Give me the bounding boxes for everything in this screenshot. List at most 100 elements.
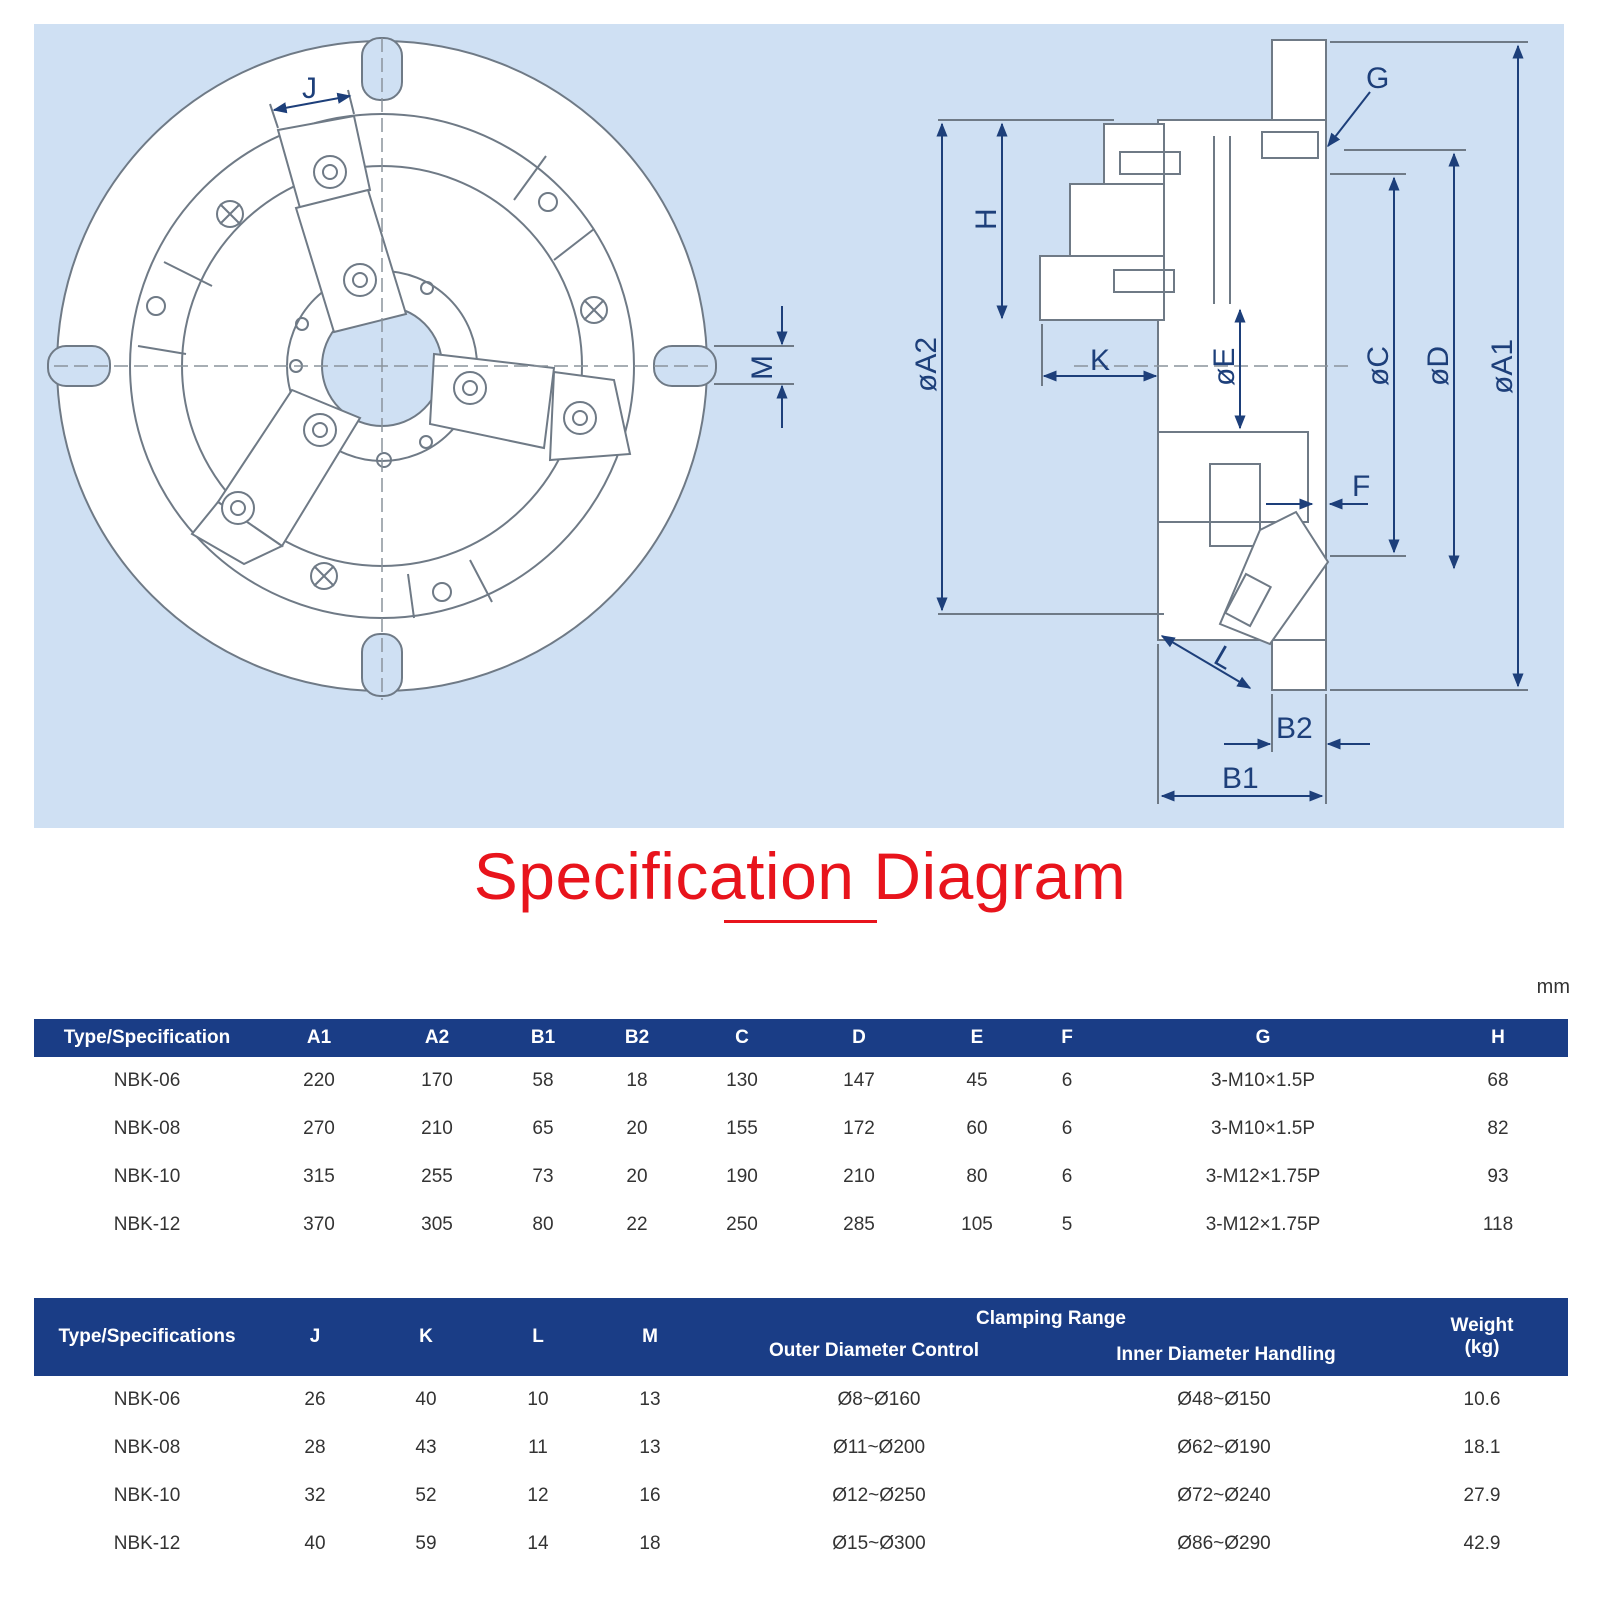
table1-cell: 80: [532, 1214, 554, 1235]
table1-cell: 147: [843, 1070, 875, 1091]
table2-cell: 40: [415, 1389, 437, 1410]
label-m: M: [746, 355, 779, 380]
table1-header-cell: C: [684, 1019, 800, 1057]
table1-cell: 305: [421, 1214, 453, 1235]
table1-cell: 93: [1487, 1166, 1509, 1187]
table1-cell: 20: [626, 1166, 648, 1187]
table1-cell: 6: [1061, 1070, 1073, 1091]
table1-header-cell: H: [1428, 1019, 1568, 1057]
table1-cell: 73: [532, 1166, 554, 1187]
table1-cell: 65: [532, 1118, 554, 1139]
header-l: L: [482, 1298, 594, 1376]
header-clamping-range: Clamping Range Outer Diameter Control In…: [706, 1298, 1396, 1376]
table1-cell: 105: [961, 1214, 993, 1235]
table1-cell: 190: [726, 1166, 758, 1187]
header-type: Type/Specifications: [34, 1298, 260, 1376]
table2-cell: Ø15~Ø300: [832, 1533, 926, 1554]
table1-cell: 82: [1487, 1118, 1509, 1139]
label-g: G: [1366, 62, 1389, 95]
table1-cell: 170: [421, 1070, 453, 1091]
table1-cell: NBK-08: [113, 1118, 181, 1139]
table1-cell: 315: [303, 1166, 335, 1187]
table2-cell: 32: [304, 1485, 326, 1506]
page-title: Specification Diagram: [473, 839, 1127, 913]
table1-cell: NBK-12: [113, 1214, 181, 1235]
table1-header-cell: A1: [260, 1019, 378, 1057]
unit-label: mm: [1536, 976, 1570, 998]
label-b2: B2: [1276, 712, 1313, 745]
side-dimensions: [936, 41, 1528, 804]
table2-cell: NBK-08: [113, 1437, 181, 1458]
table2-cell: 13: [639, 1389, 661, 1410]
table2-cell: 11: [528, 1437, 548, 1458]
table2-cell: Ø62~Ø190: [1177, 1437, 1271, 1458]
table1-cell: 60: [966, 1118, 988, 1139]
table1-cell: 270: [303, 1118, 335, 1139]
table2-cell: Ø86~Ø290: [1177, 1533, 1271, 1554]
table1-cell: 255: [421, 1166, 453, 1187]
label-d: øD: [1422, 346, 1455, 386]
table1-cell: 18: [626, 1070, 648, 1091]
chuck-jaws: [190, 114, 632, 566]
table1-cell: 285: [843, 1214, 875, 1235]
table2-cell: 18.1: [1463, 1437, 1501, 1458]
table2-cell: 26: [304, 1389, 326, 1410]
weight-label: Weight: [1450, 1315, 1514, 1336]
specification-drawing: J M: [34, 24, 1564, 828]
table2-cell: 27.9: [1463, 1485, 1501, 1506]
table1-header-cell: F: [1036, 1019, 1098, 1057]
table1-cell: 210: [421, 1118, 453, 1139]
table2-cell: NBK-06: [113, 1389, 181, 1410]
clamping-table: Type/Specifications J K L M Clamping Ran…: [34, 1298, 1568, 1568]
table1-header-cell: E: [918, 1019, 1036, 1057]
front-view: [47, 37, 794, 700]
table1-header-cell: B1: [496, 1019, 590, 1057]
table1-cell: 68: [1487, 1070, 1509, 1091]
table1-cell: NBK-06: [113, 1070, 181, 1091]
table1-header-cell: A2: [378, 1019, 496, 1057]
inner-diameter-label: Inner Diameter Handling: [1116, 1344, 1336, 1365]
table1-cell: 45: [966, 1070, 988, 1091]
label-b1: B1: [1222, 762, 1259, 795]
table2-cell: 12: [527, 1485, 549, 1506]
label-k: K: [1090, 344, 1110, 377]
mounting-holes: [146, 192, 608, 602]
table2-cell: 10.6: [1463, 1389, 1501, 1410]
table2-cell: Ø8~Ø160: [837, 1389, 921, 1410]
label-a1: øA1: [1486, 339, 1519, 394]
table2-cell: 59: [415, 1533, 437, 1554]
table1-cell: 3-M10×1.5P: [1210, 1070, 1316, 1091]
table1-header-cell: B2: [590, 1019, 684, 1057]
table2-cell: Ø72~Ø240: [1177, 1485, 1271, 1506]
table1-cell: 3-M10×1.5P: [1210, 1118, 1316, 1139]
table1-cell: 80: [966, 1166, 988, 1187]
label-j: J: [302, 72, 317, 105]
table1-cell: 220: [303, 1070, 335, 1091]
weight-unit-label: (kg): [1464, 1337, 1500, 1358]
table2-cell: 10: [527, 1389, 549, 1410]
table1-cell: 118: [1482, 1214, 1514, 1235]
table2-cell: 40: [304, 1533, 326, 1554]
table2-cell: 18: [639, 1533, 661, 1554]
chuck-drawing-svg: J M: [47, 37, 1528, 804]
side-view: [1039, 39, 1354, 691]
clamping-range-label: Clamping Range: [976, 1308, 1126, 1329]
table2-cell: 28: [304, 1437, 326, 1458]
table1-cell: 5: [1061, 1214, 1073, 1235]
table2-cell: 13: [639, 1437, 661, 1458]
table2-cell: 42.9: [1463, 1533, 1501, 1554]
outer-diameter-label: Outer Diameter Control: [768, 1340, 980, 1361]
label-l: L: [1209, 639, 1240, 676]
label-a2: øA2: [910, 337, 943, 392]
label-e: øE: [1208, 348, 1241, 386]
table1-cell: 3-M12×1.75P: [1205, 1214, 1321, 1235]
table-row: NBK-06 26 40 10 13 Ø8~Ø160 Ø48~Ø150 10.6: [34, 1376, 1568, 1424]
table2-cell: Ø12~Ø250: [832, 1485, 926, 1506]
table1-cell: 6: [1061, 1118, 1073, 1139]
table2-cell: Ø48~Ø150: [1177, 1389, 1271, 1410]
